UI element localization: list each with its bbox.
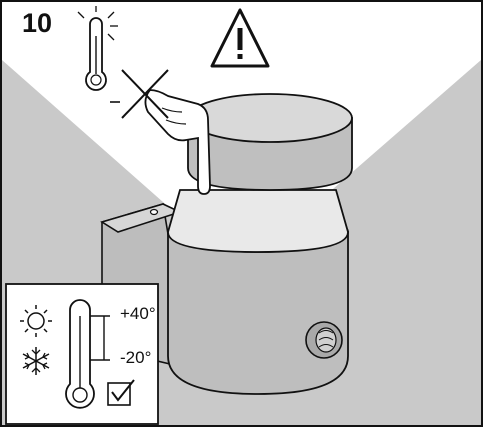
lamp-cap-top-surface: [187, 93, 353, 143]
temperature-legend: [5, 283, 159, 425]
thermometer-icon: [65, 299, 110, 409]
lamp-base-cylinder: [167, 231, 349, 395]
step-number: 10: [22, 8, 53, 38]
max-temperature-label: +40°: [120, 304, 156, 323]
hand-touch-icon: [144, 89, 211, 195]
prohibited-cross-icon: [110, 69, 169, 119]
screw-hole: [149, 208, 159, 216]
checkbox-checked-icon: [107, 379, 135, 406]
lamp-diffuser: [167, 189, 349, 253]
motion-sensor-icon: [305, 321, 343, 359]
snowflake-icon: [22, 347, 50, 375]
thermometer-heat-icon: [77, 6, 118, 91]
min-temperature-label: -20°: [120, 348, 152, 367]
warning-triangle-icon: [210, 8, 270, 68]
sun-icon: [20, 305, 52, 337]
